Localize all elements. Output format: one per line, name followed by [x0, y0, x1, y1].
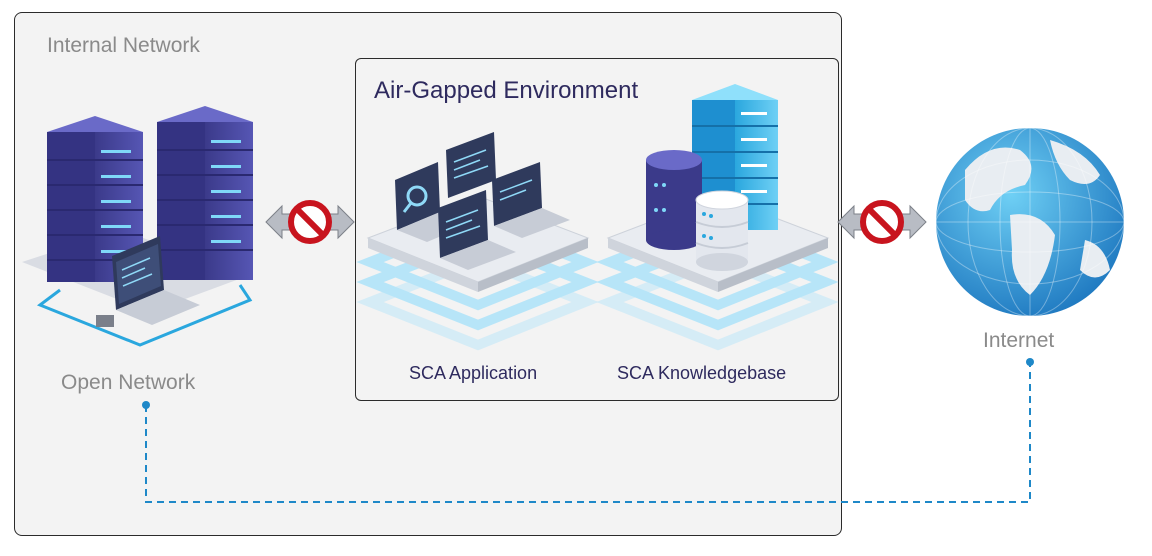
air-gapped-environment-label: Air-Gapped Environment — [374, 77, 639, 104]
sca-knowledgebase-label: SCA Knowledgebase — [617, 363, 787, 383]
blocked-connection-icon — [837, 200, 927, 244]
sca-application-label: SCA Application — [409, 363, 538, 383]
blocked-connection-icon — [265, 200, 355, 244]
sca-knowledgebase-icon — [596, 84, 839, 351]
open-network-internet-connector — [142, 358, 1034, 503]
globe-icon — [935, 127, 1125, 317]
internal-network-label: Internal Network — [47, 34, 200, 57]
sca-application-icon — [356, 132, 599, 351]
open-network-servers-icon — [22, 106, 253, 347]
internet-label: Internet — [983, 329, 1055, 352]
open-network-label: Open Network — [61, 371, 196, 394]
